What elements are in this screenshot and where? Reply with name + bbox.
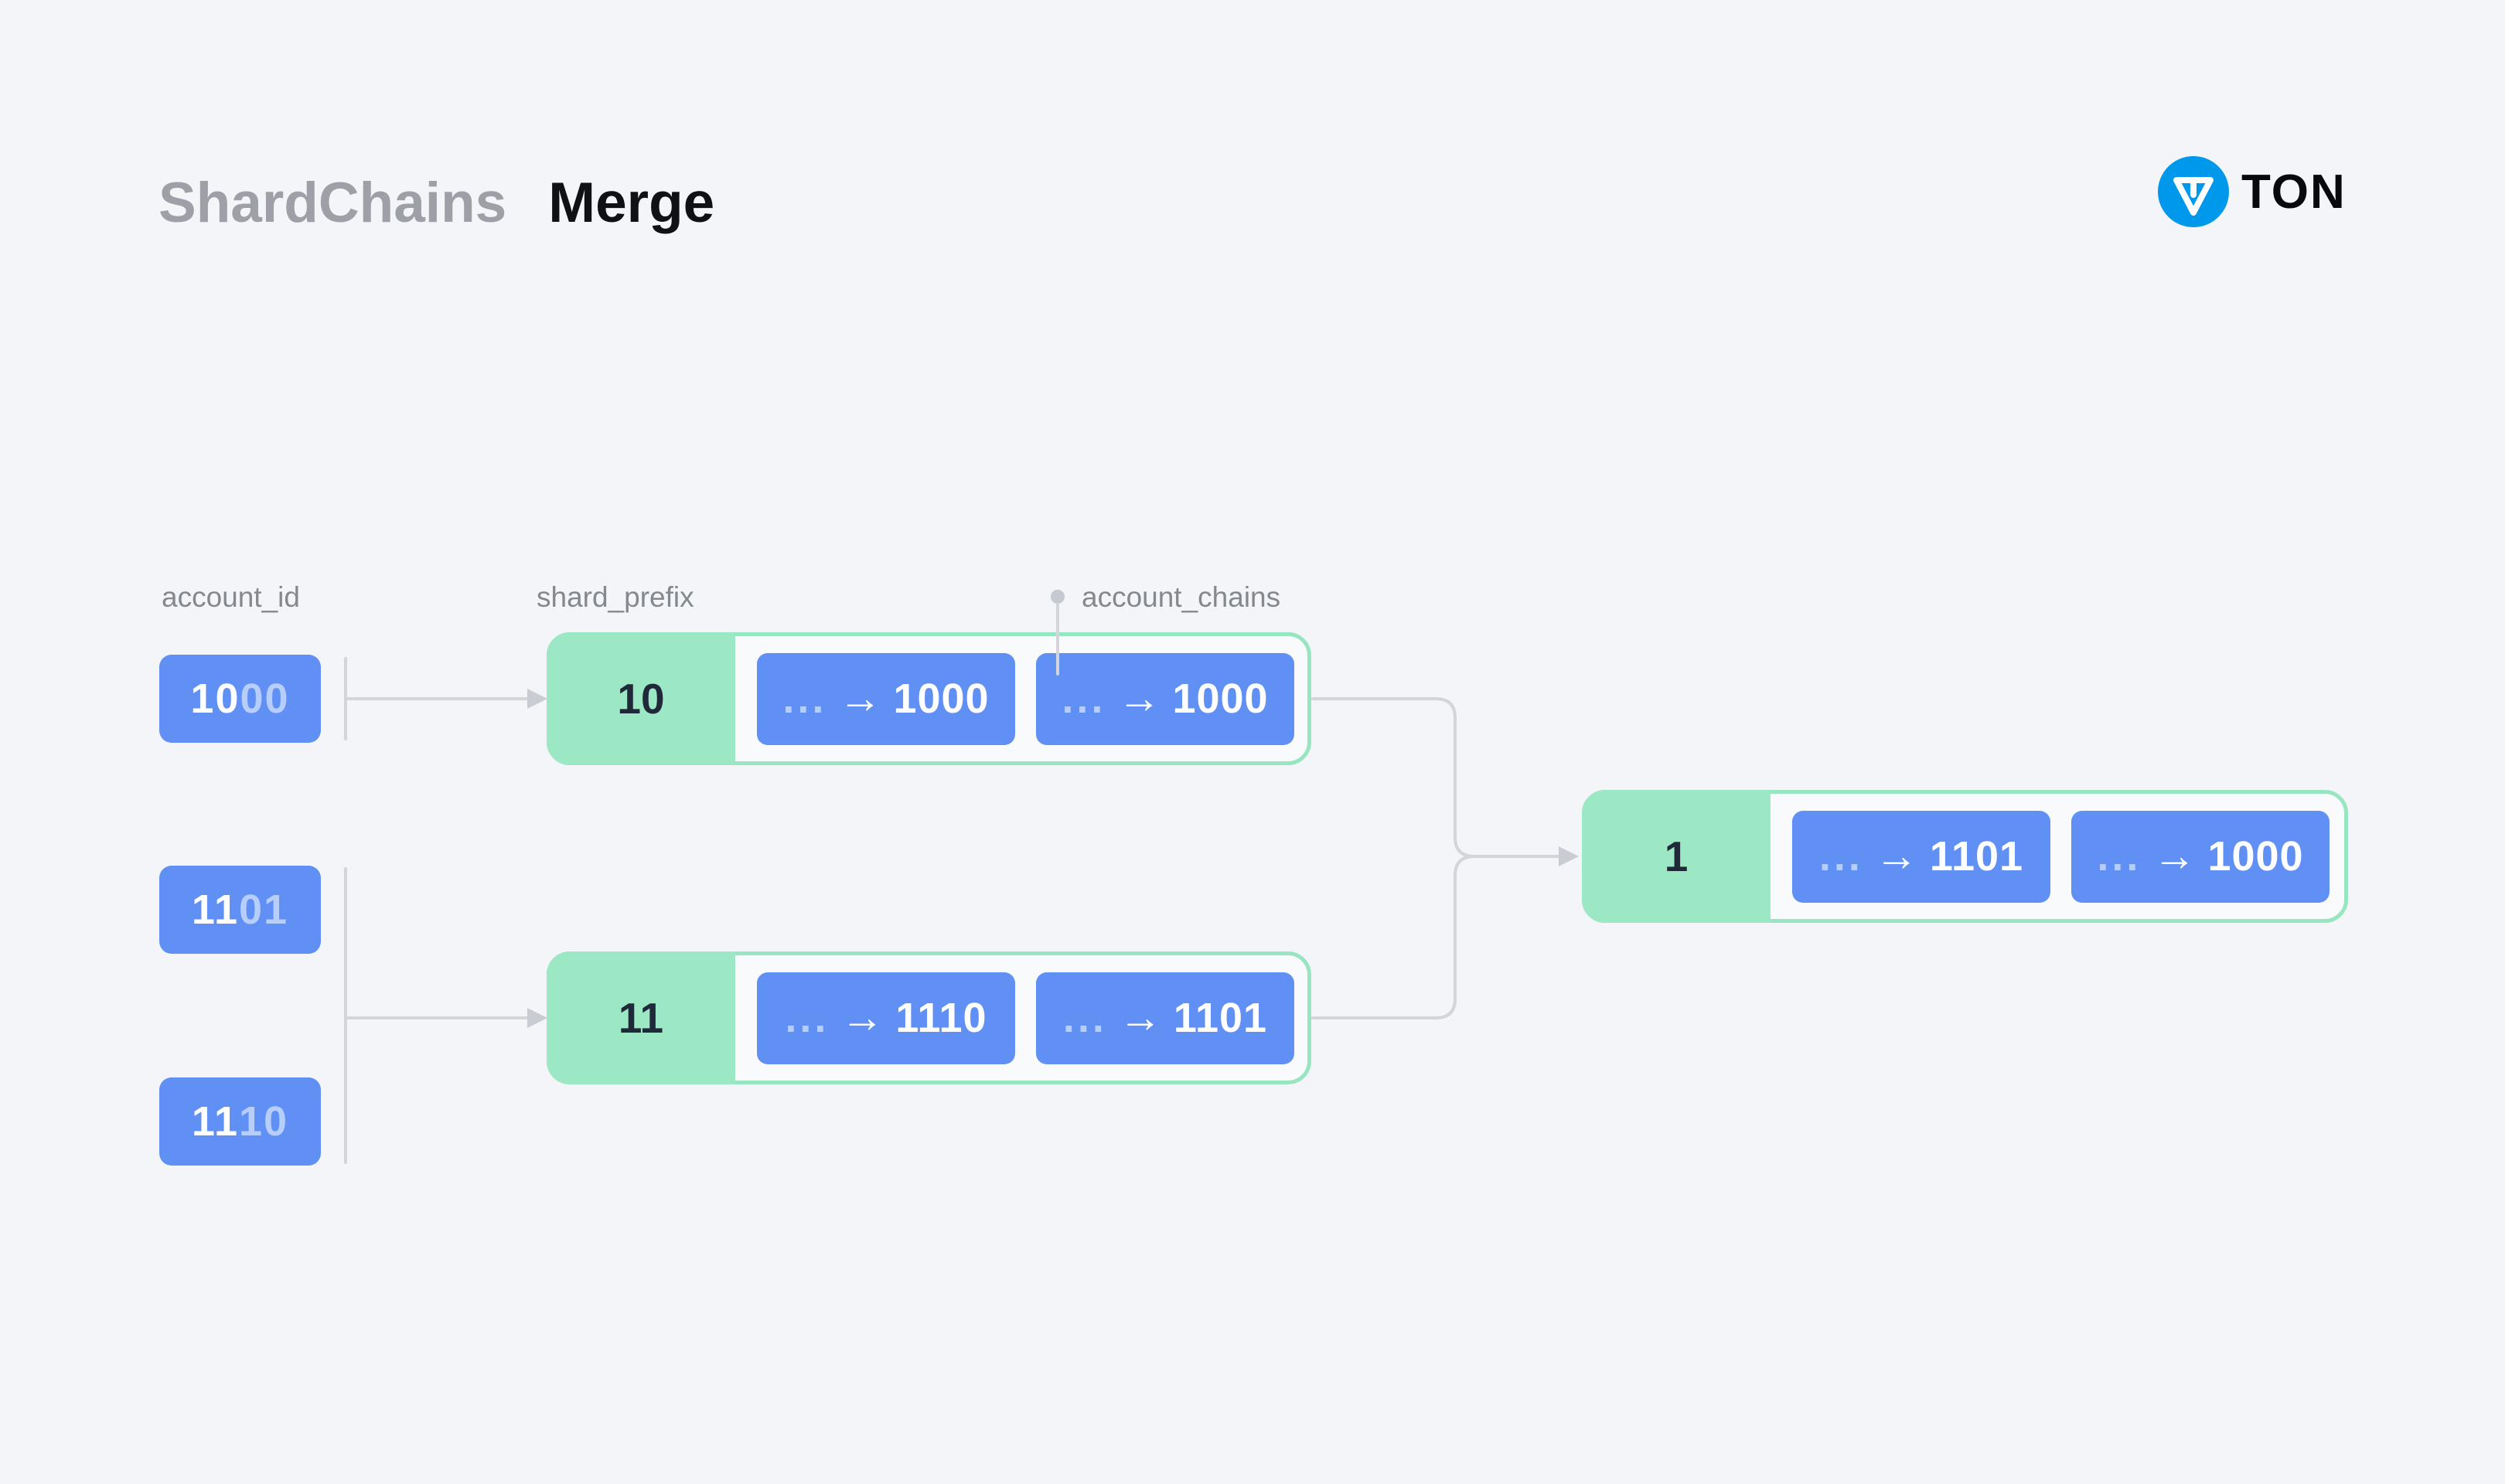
page-title: ShardChains Merge [158, 168, 714, 238]
arrow-right-icon: → [1117, 672, 1161, 722]
account-id-rest: 10 [239, 1098, 289, 1145]
account-chain-chip: ... → 1000 [1036, 652, 1294, 745]
account-chains-pin-dot [1051, 590, 1065, 604]
ellipsis: ... [785, 995, 830, 1041]
account-chain-chip: ... → 1110 [757, 972, 1015, 1064]
arrow-right-icon: → [1118, 992, 1162, 1041]
chain-suffix: 1101 [1929, 833, 2024, 880]
label-shard-prefix: shard_prefix [537, 581, 694, 613]
account-chains-panel: ... → 1000 ... → 1000 [735, 636, 1307, 761]
merge-wire-top [1311, 697, 1560, 858]
shard-prefix-cell: 1 [1582, 790, 1771, 923]
merge-arrow-head [1559, 846, 1579, 866]
account-chain-chip: ... → 1000 [2071, 810, 2329, 903]
shard-container-merged-1: 1 ... → 1101 ... → 1000 [1582, 790, 2348, 923]
account-id-prefix: 10 [190, 676, 240, 722]
arrow-right-icon: → [840, 992, 884, 1041]
account-id-prefix: 11 [191, 887, 239, 933]
connector-arrow1-head [527, 689, 547, 709]
label-account-chains: account_chains [1082, 581, 1281, 613]
arrow-right-icon: → [1874, 830, 1918, 880]
shard-container-11: 11 ... → 1110 ... → 1101 [547, 951, 1311, 1084]
account-chain-chip: ... → 1101 [1792, 810, 2050, 903]
ellipsis: ... [1062, 676, 1106, 722]
ton-wordmark: TON [2241, 165, 2347, 219]
chain-suffix: 1101 [1173, 995, 1268, 1041]
ellipsis: ... [1062, 995, 1107, 1041]
chain-suffix: 1110 [895, 995, 987, 1041]
title-merge: Merge [548, 172, 715, 234]
shard-prefix-cell: 11 [547, 951, 735, 1084]
account-chain-chip: ... → 1000 [757, 652, 1015, 745]
chain-suffix: 1000 [1172, 676, 1269, 722]
arrow-right-icon: → [2152, 830, 2197, 880]
shard-prefix-cell: 10 [547, 632, 735, 765]
shard-container-10: 10 ... → 1000 ... → 1000 [547, 632, 1311, 765]
connector-arrow2-head [527, 1008, 547, 1028]
merge-wire-bottom [1311, 855, 1476, 1019]
account-chains-panel: ... → 1110 ... → 1101 [735, 955, 1307, 1081]
account-id-rest: 01 [239, 887, 289, 933]
account-chain-chip: ... → 1101 [1036, 972, 1294, 1064]
arrow-right-icon: → [838, 672, 882, 722]
account-id-prefix: 11 [191, 1098, 239, 1145]
ellipsis: ... [2097, 833, 2142, 880]
ton-logo: TON [2158, 156, 2347, 227]
account-chains-panel: ... → 1101 ... → 1000 [1771, 794, 2344, 919]
account-id-rest: 00 [240, 676, 290, 722]
chain-suffix: 1000 [893, 676, 990, 722]
ton-diamond-icon [2158, 156, 2229, 227]
ellipsis: ... [1818, 833, 1863, 880]
ellipsis: ... [782, 676, 827, 722]
title-shardchains: ShardChains [158, 172, 507, 234]
label-account-id: account_id [162, 581, 300, 613]
chain-suffix: 1000 [2207, 833, 2304, 880]
